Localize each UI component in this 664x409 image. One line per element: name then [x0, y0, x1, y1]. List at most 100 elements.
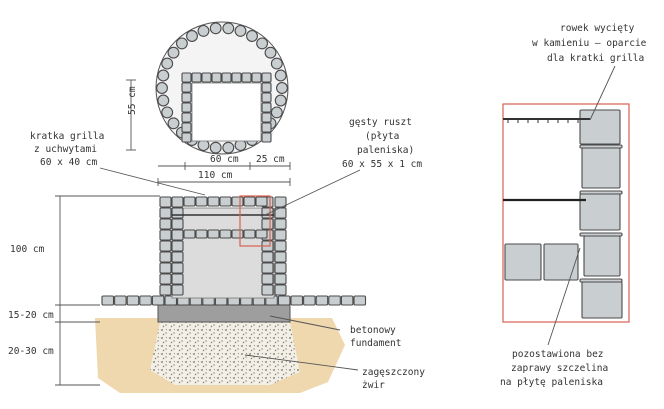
kratka-label-1: kratka grilla [30, 131, 104, 142]
ring-stone [209, 141, 222, 154]
callout-concrete-foundation: betonowy fundament [269, 315, 401, 349]
top-view-box-stone [181, 82, 192, 93]
top-course-stone [207, 196, 220, 207]
beton-label-1: betonowy [350, 325, 396, 336]
ring-stone [186, 30, 198, 42]
szczelina-label-2: zaprawy szczelina [511, 363, 608, 374]
callout-compacted-gravel: zagęszczony żwir [244, 354, 425, 391]
dim-55-label: 55 cm [127, 86, 138, 115]
top-view-box-stone [261, 112, 272, 123]
column-stone [274, 251, 287, 263]
top-view-box-stone [181, 122, 192, 133]
inner-left-column [171, 196, 184, 296]
detail-marker [239, 195, 271, 247]
paver-stone [315, 295, 329, 306]
top-view-box-interior [191, 82, 262, 142]
ring-stone [222, 22, 235, 35]
column-stone [171, 251, 184, 263]
ring-stone [156, 82, 168, 94]
column-stone [261, 218, 274, 230]
top-view-box-stone [261, 92, 272, 103]
gravel-layer [150, 322, 300, 385]
szczelina-label-3: na płytę paleniska [500, 377, 603, 388]
dim-60-label: 60 cm [210, 154, 239, 165]
column-stone [159, 240, 172, 252]
column-stone [261, 207, 274, 219]
column-stone [159, 207, 172, 219]
detail-panel [502, 103, 630, 323]
detail-mortar-joint [579, 144, 623, 149]
ring-stone [270, 106, 283, 119]
zwir-label-1: zagęszczony [362, 367, 425, 378]
dim-110-label: 110 cm [198, 170, 233, 181]
plate-course-stone [219, 229, 232, 239]
paver-stone [114, 295, 127, 306]
column-stone [171, 229, 184, 241]
ring-stone [209, 22, 222, 35]
column-stone [274, 262, 287, 274]
column-stone [171, 240, 184, 252]
column-stone [159, 229, 172, 241]
paver-stone [290, 295, 304, 306]
column-stone [171, 218, 184, 230]
callout-grill-grate: kratka grilla z uchwytami 60 x 40 cm [30, 131, 206, 196]
detail-floor-stone [543, 243, 579, 281]
dim-20-30-label: 20-30 cm [8, 346, 54, 357]
left-column [159, 196, 172, 296]
top-view-box-stone [261, 102, 272, 113]
detail-mortar-joint [579, 232, 623, 237]
top-view-box-stone [191, 72, 202, 83]
ring-stone [264, 46, 277, 59]
rowek-label-1: rowek wycięty [560, 23, 635, 34]
firebox-interior [171, 207, 275, 299]
ring-stone [157, 94, 170, 107]
paver-stone [126, 295, 140, 306]
paver-stone [277, 295, 291, 306]
ring-stone [167, 117, 180, 130]
top-view-box-stone [261, 82, 272, 93]
callout-dense-grate: gęsty ruszt (płyta paleniska) 60 x 55 x … [264, 117, 422, 216]
column-stone [159, 284, 172, 296]
kratka-label-3: 60 x 40 cm [40, 157, 97, 168]
ruszt-label-4: 60 x 55 x 1 cm [342, 159, 422, 170]
top-view-box-stone [181, 132, 192, 143]
callout-gap: pozostawiona bez zaprawy szczelina na pł… [500, 247, 608, 388]
top-view-box-stone [201, 72, 212, 83]
plate-course-stone [183, 229, 196, 239]
plate-course-stone [255, 229, 268, 239]
ring-stone [161, 106, 174, 119]
szczelina-label-1: pozostawiona bez [512, 349, 604, 360]
ring-stone [274, 94, 287, 107]
ruszt-label-3: paleniska) [357, 145, 414, 156]
column-stone [159, 262, 172, 274]
front-elevation [95, 195, 367, 393]
top-view-box-stone [181, 72, 192, 83]
paver-stone [139, 295, 152, 306]
column-stone [171, 207, 184, 219]
ring-stone [246, 30, 258, 42]
plate-course-stone [231, 229, 244, 239]
column-stone [261, 262, 274, 274]
paver-stone [151, 295, 165, 306]
plate-course-stone [243, 229, 256, 239]
top-course-stone [243, 196, 256, 207]
column-stone [274, 284, 287, 296]
column-stone [274, 273, 287, 285]
detail-mortar-joint [579, 190, 623, 195]
ruszt-label-2: (płyta [365, 131, 399, 142]
dim-15-20-label: 15-20 cm [8, 310, 54, 321]
ring-stone [274, 69, 287, 82]
ring-stone [270, 57, 283, 70]
top-view-box-stone [211, 72, 222, 83]
top-course-stone [255, 196, 268, 207]
vertical-dimensions: 100 cm 15-20 cm 20-30 cm [8, 195, 160, 386]
column-stone [274, 196, 287, 208]
ring-stone [276, 82, 288, 94]
ruszt-label-1: gęsty ruszt [349, 117, 412, 128]
plate-course-stone [207, 229, 220, 239]
top-course-stone [219, 196, 232, 207]
dim-100-label: 100 cm [10, 244, 45, 255]
column-stone [261, 251, 274, 263]
